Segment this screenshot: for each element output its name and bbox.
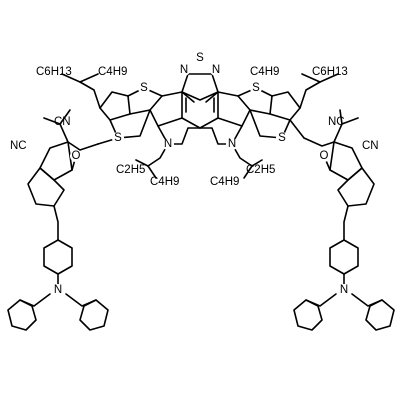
left-end-group bbox=[7, 109, 109, 331]
amine-nitrogen-right: N bbox=[340, 284, 348, 296]
label-c2h5-left: C2H5 bbox=[116, 164, 145, 176]
carbonyl-oxygen-left: O bbox=[72, 150, 81, 162]
pyrrole-nitrogen-left: N bbox=[164, 138, 172, 150]
label-nc-left: NC bbox=[10, 140, 27, 152]
thiophene-sulfur-2: S bbox=[114, 132, 122, 144]
label-c4h9-top-right: C4H9 bbox=[250, 66, 279, 78]
thiadiazole-sulfur: S bbox=[196, 52, 204, 64]
carbonyl-oxygen-right: O bbox=[320, 150, 329, 162]
label-c6h13-left: C6H13 bbox=[36, 66, 72, 78]
pyrrole-nitrogen-right: N bbox=[228, 138, 236, 150]
atom-labels: S N N S S S S N N O O N N bbox=[52, 51, 350, 296]
thiophene-sulfur-1: S bbox=[140, 82, 148, 94]
thiadiazole-nitrogen-right: N bbox=[212, 64, 220, 76]
right-fused-rings bbox=[199, 87, 305, 145]
right-end-group bbox=[293, 109, 395, 331]
group-labels: C6H13 C4H9 C4H9 C6H13 C2H5 C4H9 C4H9 C2H… bbox=[10, 66, 379, 188]
top-side-chains bbox=[61, 73, 339, 109]
label-cn-left: CN bbox=[54, 116, 71, 128]
label-c2h5-right: C2H5 bbox=[246, 164, 275, 176]
label-nc-right: NC bbox=[328, 116, 345, 128]
amine-nitrogen-left: N bbox=[54, 284, 62, 296]
n-alkyl-chains bbox=[135, 143, 263, 179]
thiophene-sulfur-4: S bbox=[278, 132, 286, 144]
label-c6h13-right: C6H13 bbox=[312, 66, 348, 78]
thiadiazole-nitrogen-left: N bbox=[180, 64, 188, 76]
label-c4h9-bottom-left: C4H9 bbox=[150, 176, 179, 188]
label-c4h9-bottom-right: C4H9 bbox=[210, 176, 239, 188]
thiophene-sulfur-3: S bbox=[252, 82, 260, 94]
label-cn-right: CN bbox=[362, 140, 379, 152]
label-c4h9-top-left: C4H9 bbox=[98, 66, 127, 78]
benzothiadiazole-core bbox=[181, 73, 219, 129]
